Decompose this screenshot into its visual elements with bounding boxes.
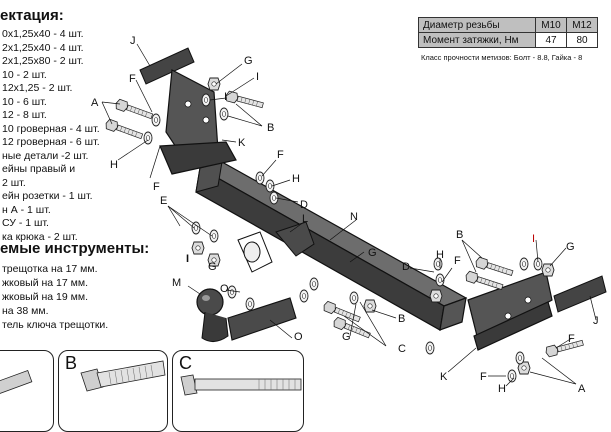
- list-item: 0х1,25х40 - 4 шт.: [2, 28, 84, 40]
- table-cell: М12: [566, 17, 598, 33]
- label-f: F: [277, 149, 284, 161]
- label-i: I: [532, 233, 535, 245]
- list-item: н А - 1 шт.: [2, 203, 51, 216]
- label-c: C: [398, 343, 406, 355]
- label-f: F: [153, 181, 160, 193]
- label-b: B: [456, 229, 463, 241]
- label-d: D: [300, 199, 308, 211]
- fastener-strength-note: Класс прочности метизов: Болт - 8.8, Гай…: [421, 53, 583, 62]
- label-e: E: [160, 195, 167, 207]
- list-item: 2х1,25х40 - 4 шт.: [2, 41, 84, 54]
- label-f: F: [480, 371, 487, 383]
- tools-title: емые инструменты:: [0, 240, 150, 257]
- panel-letter-b: B: [65, 353, 78, 373]
- list-item: 2 шт.: [2, 176, 26, 189]
- label-f: F: [129, 73, 136, 85]
- bolt-a-illustration: [0, 370, 33, 396]
- table-cell: 47: [535, 32, 567, 48]
- label-b: B: [267, 122, 274, 134]
- label-j: J: [130, 35, 136, 47]
- label-b: B: [398, 313, 405, 325]
- label-i: I: [224, 91, 227, 103]
- list-item: трещотка на 17 мм.: [2, 263, 98, 275]
- label-h: H: [498, 383, 506, 395]
- label-f: F: [568, 333, 575, 345]
- label-d: D: [402, 261, 410, 273]
- list-item: 10 - 6 шт.: [2, 95, 47, 108]
- list-item: на 38 мм.: [2, 305, 49, 317]
- bolt-c-illustration: [180, 374, 302, 396]
- label-g: G: [342, 331, 351, 343]
- list-item: 2х1,25х80 - 2 шт.: [2, 55, 84, 67]
- label-o: O: [294, 331, 303, 343]
- label-f: F: [454, 255, 461, 267]
- leader-lines: [101, 43, 597, 387]
- label-g: G: [208, 261, 217, 273]
- label-a: A: [578, 383, 586, 395]
- label-k: K: [440, 371, 448, 383]
- list-item: 10 гроверная - 4 шт.: [2, 122, 100, 135]
- list-item: ка крюка - 2 шт.: [2, 230, 78, 243]
- label-g: G: [368, 247, 377, 259]
- list-item: ейн розетки - 1 шт.: [2, 190, 93, 202]
- left-mounting-bracket: [139, 47, 237, 175]
- tow-ball: [196, 288, 297, 342]
- socket-bracket: [237, 221, 315, 273]
- list-item: 12х1,25 - 2 шт.: [2, 82, 73, 94]
- label-h: H: [292, 173, 300, 185]
- label-g: G: [244, 55, 253, 67]
- table-cell: 80: [566, 32, 598, 48]
- bolt-panel-a: [0, 350, 54, 432]
- label-l: L: [302, 213, 308, 225]
- label-m: M: [172, 277, 181, 289]
- list-item: жковый на 17 мм.: [2, 277, 88, 289]
- label-j: J: [593, 315, 599, 327]
- crossbar-beam: [195, 161, 468, 331]
- label-o: O: [220, 283, 229, 295]
- tow-hitch-exploded-diagram: J F A H F G I I B K F H D E L N G I G M …: [91, 35, 607, 395]
- kit-list: 0х1,25х40 - 4 шт. 2х1,25х40 - 4 шт. 2х1,…: [2, 28, 100, 244]
- label-i: I: [256, 71, 259, 83]
- label-h: H: [436, 249, 444, 261]
- list-item: ные детали -2 шт.: [2, 149, 89, 162]
- label-k: K: [238, 137, 246, 149]
- bolt-panel-c: C: [172, 350, 304, 432]
- table-cell: Момент затяжки, Нм: [418, 32, 536, 48]
- label-h: H: [110, 159, 118, 171]
- list-item: 12 гроверная - 6 шт.: [2, 136, 100, 148]
- list-item: 12 - 8 шт.: [2, 109, 47, 121]
- bolt-panel-b: B: [58, 350, 168, 432]
- label-g: G: [566, 241, 575, 253]
- kit-title: ектация:: [0, 7, 64, 24]
- label-n: N: [350, 211, 358, 223]
- list-item: 10 - 2 шт.: [2, 68, 47, 81]
- label-a: A: [91, 97, 99, 109]
- label-i: I: [186, 253, 189, 265]
- bolt-b-illustration: [80, 360, 166, 392]
- list-item: тель ключа трещотки.: [2, 319, 109, 331]
- torque-table: Диаметр резьбы М10 М12 Момент затяжки, Н…: [418, 17, 598, 48]
- tools-list: трещотка на 17 мм. жковый на 17 мм. жков…: [2, 262, 108, 332]
- list-item: жковый на 19 мм.: [2, 291, 88, 303]
- part-labels: J F A H F G I I B K F H D E L N G I G M …: [91, 35, 599, 395]
- right-mounting-bracket: [467, 271, 607, 351]
- panel-letter-c: C: [179, 353, 192, 373]
- list-item: СУ - 1 шт.: [2, 217, 49, 229]
- list-item: ейны правый и: [2, 163, 76, 175]
